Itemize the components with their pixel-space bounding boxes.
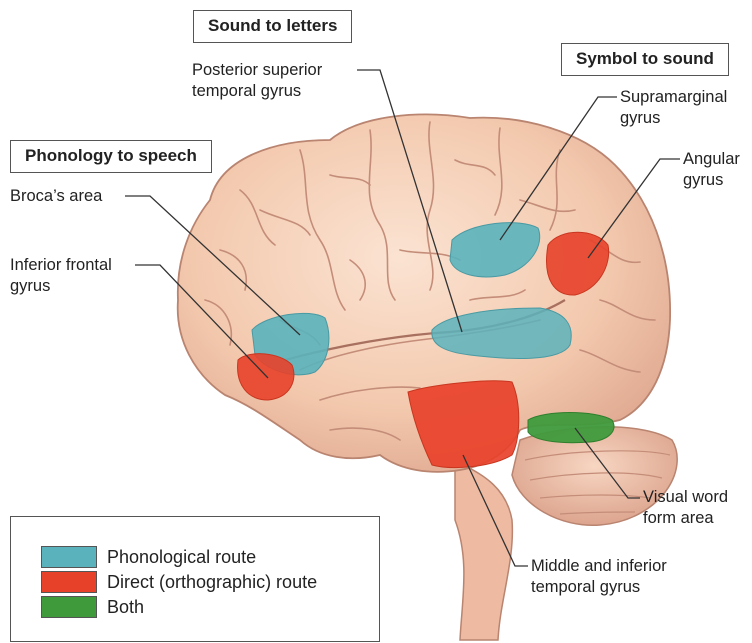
label-inferior-frontal-gyrus: Inferior frontal gyrus [10, 255, 112, 297]
legend-item-phonological: Phonological route [41, 545, 256, 569]
legend: Phonological route Direct (orthographic)… [10, 516, 380, 642]
label-visual-word-form-area: Visual word form area [643, 487, 728, 529]
legend-swatch-direct [41, 571, 97, 593]
label-posterior-superior-temporal-gyrus: Posterior superior temporal gyrus [192, 60, 322, 102]
brain-stem [455, 460, 512, 640]
legend-label-phonological: Phonological route [107, 547, 256, 568]
label-angular-gyrus: Angular gyrus [683, 149, 740, 191]
label-supramarginal-gyrus: Supramarginal gyrus [620, 87, 727, 129]
label-middle-inferior-temporal-gyrus: Middle and inferior temporal gyrus [531, 556, 667, 598]
header-phonology-to-speech: Phonology to speech [10, 140, 212, 173]
header-symbol-to-sound: Symbol to sound [561, 43, 729, 76]
legend-item-direct: Direct (orthographic) route [41, 570, 317, 594]
legend-item-both: Both [41, 595, 144, 619]
region-visual-word-form-area [528, 413, 614, 443]
header-sound-to-letters: Sound to letters [193, 10, 352, 43]
legend-swatch-phonological [41, 546, 97, 568]
legend-label-both: Both [107, 597, 144, 618]
legend-label-direct: Direct (orthographic) route [107, 572, 317, 593]
label-brocas-area: Broca’s area [10, 186, 102, 207]
legend-swatch-both [41, 596, 97, 618]
